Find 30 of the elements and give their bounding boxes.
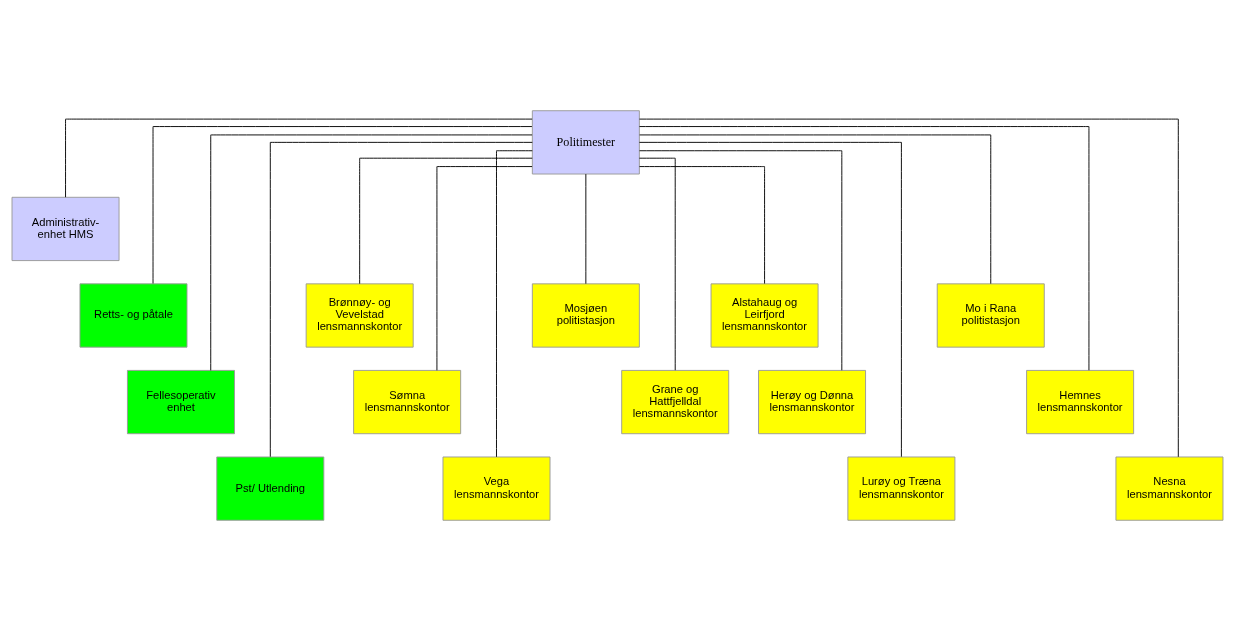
node-box: Pst/ Utlending <box>216 456 325 521</box>
node-box: Retts- og påtale <box>79 283 188 348</box>
node-box: Nesna lensmannskontor <box>1115 456 1224 521</box>
node-box: Grane og Hattfjelldal lensmannskontor <box>621 369 730 435</box>
connector <box>639 126 1090 371</box>
connector <box>359 157 533 285</box>
connector <box>639 166 766 284</box>
node-box: Mosjøen politistasjon <box>531 283 640 348</box>
connector <box>436 166 533 371</box>
node-box: Mo i Rana politistasjon <box>936 283 1045 348</box>
node-box: Politimester <box>531 110 640 175</box>
connector <box>639 150 843 371</box>
connector <box>639 134 992 285</box>
node-box: Alstahaug og Leirfjord lensmannskontor <box>710 283 819 348</box>
node-box: Hemnes lensmannskontor <box>1026 369 1135 435</box>
connector <box>638 157 676 371</box>
node-box: Administrativ- enhet HMS <box>11 196 120 262</box>
node-box: Lurøy og Træna lensmannskontor <box>847 456 956 521</box>
node-box: Vega lensmannskontor <box>442 456 551 521</box>
connector <box>152 126 533 284</box>
connector <box>65 118 533 198</box>
node-box: Sømna lensmannskontor <box>353 369 462 435</box>
connector <box>496 150 533 458</box>
node-box: Fellesoperativ enhet <box>126 369 235 435</box>
node-box: Brønnøy- og Vevelstad lensmannskontor <box>305 283 414 348</box>
connector <box>638 141 902 458</box>
connector <box>639 118 1179 458</box>
node-box: Herøy og Dønna lensmannskontor <box>758 369 867 435</box>
connector <box>210 134 533 371</box>
connector <box>269 141 533 458</box>
